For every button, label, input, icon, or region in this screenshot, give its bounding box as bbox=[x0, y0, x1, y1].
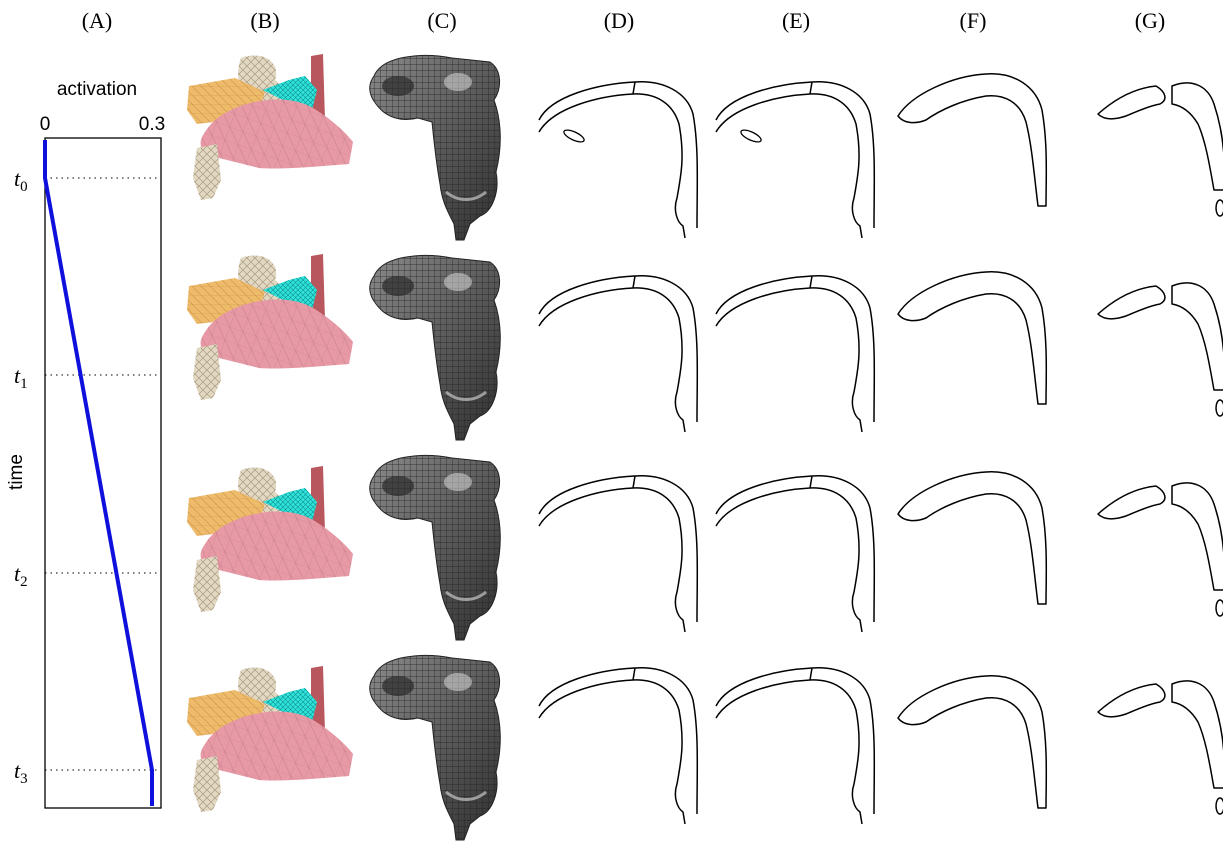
row-t0 bbox=[187, 54, 1223, 240]
time-label-t2: t2 bbox=[14, 561, 28, 590]
activation-plot: activation 0 0.3 time t0 t1 t2 t3 bbox=[6, 79, 165, 808]
airway-contour-f-t0 bbox=[898, 74, 1046, 206]
plot-frame bbox=[45, 138, 161, 808]
column-label-c: (C) bbox=[427, 8, 456, 33]
column-label-e: (E) bbox=[782, 8, 810, 33]
airway-contour-d-t3 bbox=[539, 668, 697, 824]
x-tick-0-3: 0.3 bbox=[139, 114, 165, 135]
column-label-a: (A) bbox=[82, 8, 113, 33]
biomechanical-model-t0 bbox=[187, 54, 353, 200]
column-label-d: (D) bbox=[604, 8, 635, 33]
airway-contour-f-t1 bbox=[898, 272, 1046, 404]
time-marker-t3: t3 bbox=[14, 758, 161, 787]
airway-contour-g-t0 bbox=[1098, 83, 1223, 216]
airway-contour-g-t2 bbox=[1098, 483, 1223, 616]
x-tick-0: 0 bbox=[40, 114, 51, 135]
y-axis-label: time bbox=[6, 454, 27, 490]
airway-contour-d-t0 bbox=[539, 82, 697, 238]
column-label-g: (G) bbox=[1135, 8, 1166, 33]
airway-contour-d-t1 bbox=[539, 276, 697, 432]
column-label-b: (B) bbox=[250, 8, 279, 33]
airway-contour-e-t0 bbox=[716, 82, 874, 238]
x-axis-label: activation bbox=[57, 79, 137, 100]
airway-contour-e-t1 bbox=[716, 276, 874, 432]
contour-island-e-t0 bbox=[739, 128, 762, 145]
time-label-t1: t1 bbox=[14, 363, 28, 392]
airway-mesh-t0 bbox=[370, 55, 501, 240]
time-label-t3: t3 bbox=[14, 758, 28, 787]
time-marker-t0: t0 bbox=[14, 166, 161, 195]
airway-contour-f-t2 bbox=[898, 472, 1046, 604]
time-label-t0: t0 bbox=[14, 166, 28, 195]
airway-mesh-t3 bbox=[370, 655, 501, 840]
airway-contour-f-t3 bbox=[898, 676, 1046, 808]
airway-mesh-t1 bbox=[370, 255, 501, 440]
row-t3 bbox=[187, 655, 1223, 840]
column-label-f: (F) bbox=[960, 8, 987, 33]
time-marker-t2: t2 bbox=[14, 561, 161, 590]
airway-contour-e-t2 bbox=[716, 476, 874, 632]
airway-contour-g-t1 bbox=[1098, 283, 1223, 416]
airway-mesh-t2 bbox=[370, 455, 501, 640]
activation-series-line bbox=[45, 140, 152, 806]
biomechanical-model-t2 bbox=[187, 466, 353, 612]
airway-contour-d-t2 bbox=[539, 476, 697, 632]
row-t2 bbox=[187, 455, 1223, 640]
airway-contour-e-t3 bbox=[716, 668, 874, 824]
row-t1 bbox=[187, 254, 1223, 440]
time-marker-t1: t1 bbox=[14, 363, 161, 392]
biomechanical-model-t1 bbox=[187, 254, 353, 400]
column-labels: (A) (B) (C) (D) (E) (F) (G) bbox=[82, 8, 1166, 33]
airway-contour-g-t3 bbox=[1098, 681, 1223, 814]
biomechanical-model-t3 bbox=[187, 666, 353, 812]
contour-island-d-t0 bbox=[562, 128, 585, 145]
